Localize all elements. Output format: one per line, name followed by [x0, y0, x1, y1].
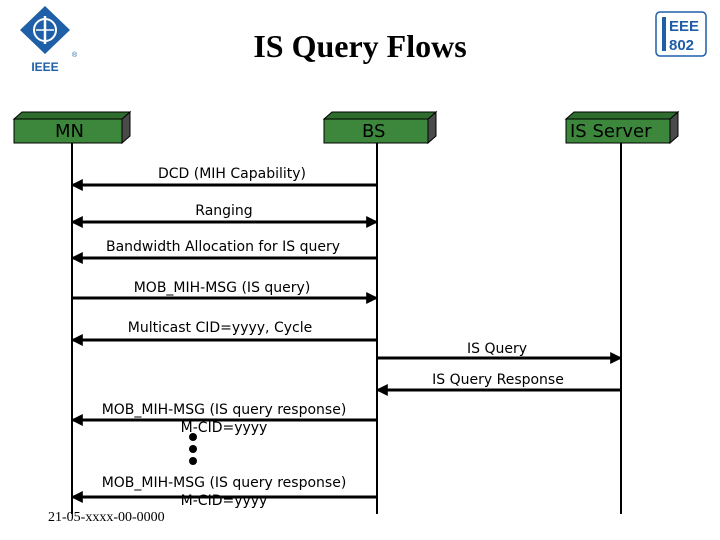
message-label: Multicast CID=yyyy, Cycle [128, 320, 312, 336]
is-server-label: IS Server [570, 121, 652, 142]
message-label: IS Query [467, 341, 527, 357]
is-server-entity-box: IS Server [564, 110, 680, 145]
message-label: MOB_MIH-MSG (IS query response) [102, 475, 347, 491]
document-id-footer: 21-05-xxxx-00-0000 [48, 510, 165, 525]
svg-text:®: ® [72, 51, 78, 59]
message-label: MOB_MIH-MSG (IS query) [134, 280, 311, 296]
bs-entity-box: BS [322, 110, 438, 145]
ieee-802-logo-top: EEE [669, 18, 699, 35]
mn-label: MN [55, 121, 84, 142]
mn-entity-box: MN [12, 110, 132, 145]
message-sublabel: M-CID=yyyy [181, 420, 268, 436]
message-label: Ranging [195, 203, 252, 219]
message-label: MOB_MIH-MSG (IS query response) [102, 402, 347, 418]
message-sublabel: M-CID=yyyy [181, 493, 268, 509]
message-label: DCD (MIH Capability) [158, 166, 306, 182]
bs-label: BS [362, 121, 385, 142]
ieee-802-logo-bottom: 802 [669, 37, 694, 54]
message-ranging: Ranging [70, 203, 379, 228]
message-label: Bandwidth Allocation for IS query [106, 239, 340, 255]
message-is-query: IS Query [377, 341, 623, 364]
message-multicast-cid: Multicast CID=yyyy, Cycle [70, 320, 377, 346]
ieee-802-logo: EEE 802 [655, 11, 707, 57]
message-dcd: DCD (MIH Capability) [70, 166, 377, 191]
message-mob-mih-response-2: MOB_MIH-MSG (IS query response) M-CID=yy… [70, 475, 377, 509]
message-label: IS Query Response [432, 372, 564, 388]
continuation-dots [189, 433, 197, 465]
message-mob-mih-is-query: MOB_MIH-MSG (IS query) [72, 280, 379, 304]
message-mob-mih-response-1: MOB_MIH-MSG (IS query response) M-CID=yy… [70, 402, 377, 436]
ieee-logo: ® IEEE [20, 6, 78, 74]
message-bandwidth-allocation: Bandwidth Allocation for IS query [70, 239, 377, 264]
ieee-logo-text: IEEE [31, 60, 58, 74]
page-title: IS Query Flows [253, 28, 466, 64]
message-is-query-response: IS Query Response [375, 372, 621, 396]
